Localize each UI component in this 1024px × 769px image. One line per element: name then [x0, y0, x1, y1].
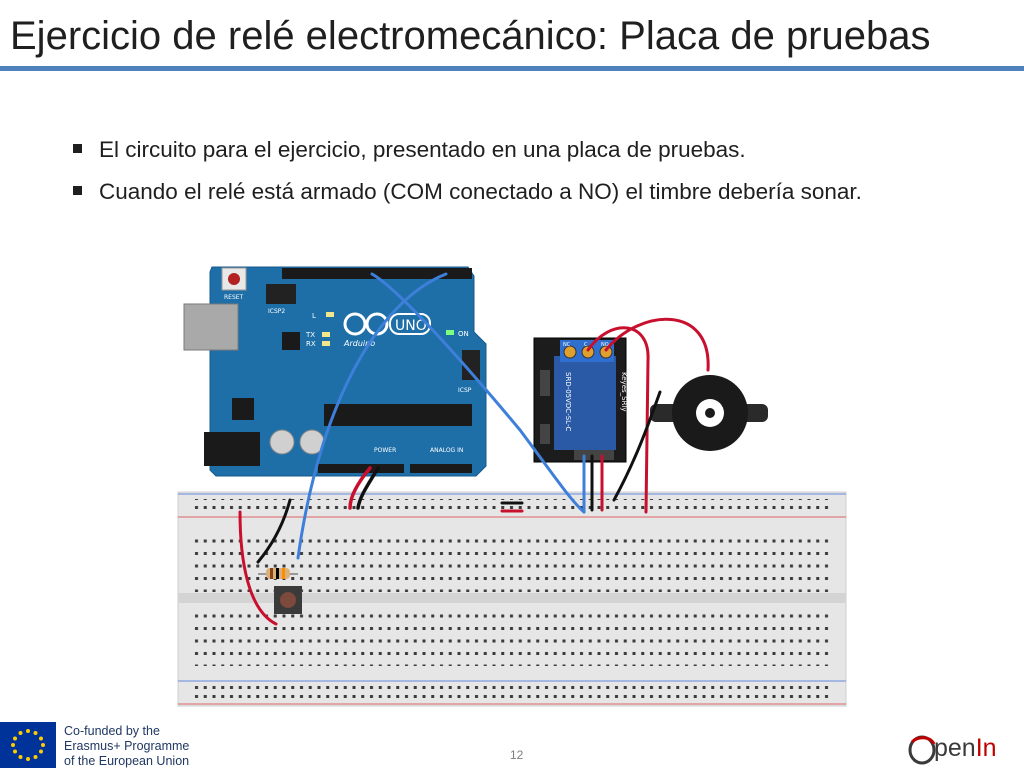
- usb-connector: [183, 303, 239, 351]
- uno-label: UNO: [395, 318, 427, 334]
- relay-nc-label: NC: [563, 342, 571, 348]
- open-in-logo: [908, 735, 936, 765]
- resistor: [258, 568, 298, 579]
- eu-flag-icon: [0, 722, 56, 768]
- open-in-prefix: pen: [934, 734, 976, 762]
- l-label: L: [312, 312, 316, 320]
- relay-module: NC C NO SRD-05VDC-SL-C Keyes_SRly: [533, 337, 628, 463]
- bullet-square-icon: [73, 144, 82, 153]
- slide-title: Ejercicio de relé electromecánico: Placa…: [10, 14, 931, 58]
- eu-funding-line: Erasmus+ Programme: [64, 739, 190, 753]
- circuit-figure: RESET ICSP2 L TX RX UNO Arduino ON ICSP: [177, 266, 847, 707]
- bullet-item: El circuito para el ejercicio, presentad…: [70, 132, 962, 168]
- open-in-wordmark: penIn: [934, 734, 997, 763]
- bullet-item: Cuando el relé está armado (COM conectad…: [70, 174, 962, 210]
- on-label: ON: [458, 330, 469, 338]
- bullet-text: Cuando el relé está armado (COM conectad…: [99, 179, 862, 204]
- icsp-label: ICSP: [458, 387, 472, 394]
- pushbutton-cap: [280, 592, 296, 608]
- bullet-text: El circuito para el ejercicio, presentad…: [99, 137, 746, 162]
- relay-com-label: C: [584, 342, 588, 348]
- reset-label: RESET: [224, 294, 244, 301]
- analog-in-label: ANALOG IN: [430, 447, 463, 454]
- eu-funding-line: Co-funded by the: [64, 724, 160, 738]
- bullet-list: El circuito para el ejercicio, presentad…: [70, 132, 962, 216]
- breadboard: [177, 491, 847, 707]
- page-number: 12: [510, 748, 524, 762]
- power-label: POWER: [374, 447, 396, 454]
- icsp2-label: ICSP2: [268, 308, 285, 315]
- wires: [238, 272, 710, 626]
- eu-funding-line: of the European Union: [64, 754, 190, 768]
- relay-no-label: NO: [601, 342, 609, 348]
- eu-funding-text: Co-funded by the Erasmus+ Programme of t…: [64, 724, 189, 769]
- power-jack: [204, 432, 260, 466]
- arduino-board: RESET ICSP2 L TX RX UNO Arduino ON ICSP: [183, 266, 487, 477]
- buzzer: [650, 375, 768, 451]
- open-in-suffix: In: [975, 734, 997, 762]
- title-underline: [0, 66, 1024, 71]
- relay-part-label: SRD-05VDC-SL-C: [564, 372, 572, 431]
- rx-label: RX: [306, 340, 316, 348]
- bullet-square-icon: [73, 186, 82, 195]
- digital-header: [282, 268, 472, 279]
- arduino-label: Arduino: [343, 339, 375, 348]
- reset-button: [228, 273, 240, 285]
- title-bar: Ejercicio de relé electromecánico: Placa…: [0, 0, 1024, 72]
- relay-brand-label: Keyes_SRly: [620, 372, 628, 412]
- relay-cube: [554, 356, 616, 450]
- tx-label: TX: [305, 331, 315, 339]
